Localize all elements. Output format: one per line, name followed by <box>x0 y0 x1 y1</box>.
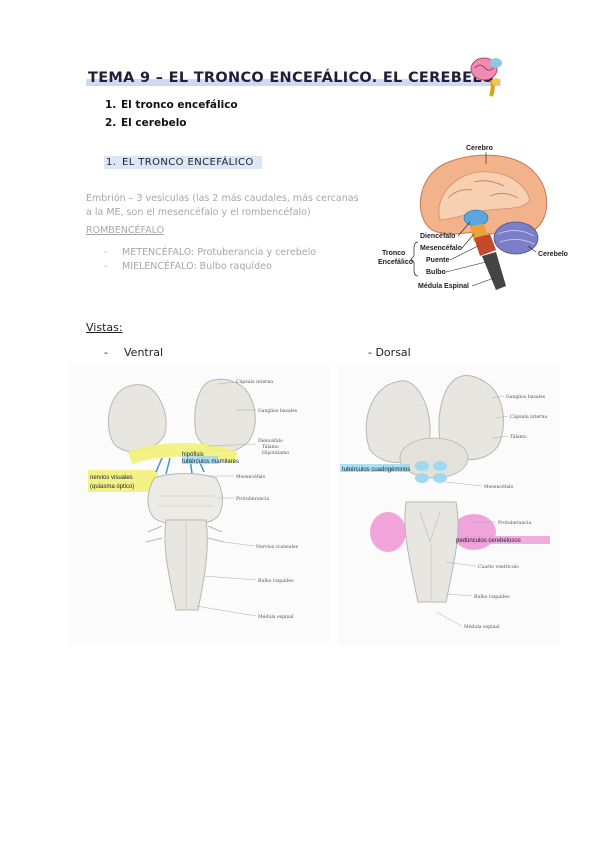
vistas-heading: Vistas: <box>86 321 123 334</box>
label-protuberancia: Protuberancia <box>498 520 531 526</box>
label-mesencefalo: Mesencéfalo <box>236 473 266 480</box>
label-capsula: Cápsula interna <box>236 378 273 385</box>
label-quiasma: (quiasma óptico) <box>90 484 134 490</box>
label-ganglios: Ganglios basales <box>258 408 298 414</box>
label-nervios-craneales: Nervios craneales <box>256 544 299 550</box>
label-cerebro: Cerebro <box>466 145 493 152</box>
label-tronco2: Encefálico <box>378 259 413 266</box>
brain-emblem-icon <box>470 57 502 97</box>
page-title: TEMA 9 – EL TRONCO ENCEFÁLICO. EL CEREBE… <box>86 70 502 86</box>
label-medula: Médula espinal <box>258 613 294 620</box>
table-of-contents: 1.El tronco encefálico 2.El cerebelo <box>105 99 238 135</box>
label-ganglios: Ganglios basales <box>506 394 546 400</box>
label-tuberculos: tubérculos cuadrigéminos <box>342 467 410 473</box>
rombencefalo-heading: ROMBENCÉFALO <box>86 225 165 236</box>
ventral-label: -Ventral <box>104 346 164 359</box>
label-hipofisis: hipófisis <box>182 452 204 458</box>
label-puente: Puente <box>426 257 449 264</box>
list-item: -METENCÉFALO: Protuberancia y cerebelo <box>104 247 317 258</box>
label-diencefalo: Diencéfalo <box>420 233 455 240</box>
label-capsula: Cápsula interna <box>510 413 547 420</box>
label-mesencefalo: Mesencéfalo <box>420 245 462 252</box>
label-cuarto: Cuarto ventrículo <box>478 563 519 570</box>
label-talamo: Tálamo <box>510 433 527 440</box>
toc-item[interactable]: 1.El tronco encefálico <box>105 99 238 111</box>
label-medula: Médula Espinal <box>418 283 469 290</box>
label-tronco: Tronco <box>382 250 405 257</box>
toc-item[interactable]: 2.El cerebelo <box>105 117 187 129</box>
label-cerebelo: Cerebelo <box>538 251 568 258</box>
label-mesencefalo: Mesencéfalo <box>484 483 514 490</box>
label-bulbo: Bulbo raquídeo <box>474 593 510 600</box>
section-heading: 1.EL TRONCO ENCEFÁLICO <box>104 156 262 169</box>
label-bulbo: Bulbo <box>426 269 446 276</box>
label-medula: Médula espinal <box>464 623 500 630</box>
ventral-view-figure: Cápsula interna Ganglios basales Diencéf… <box>68 364 330 644</box>
dorsal-view-figure: Ganglios basales Cápsula interna Tálamo … <box>338 364 560 646</box>
dorsal-label: - Dorsal <box>368 346 411 359</box>
embrion-paragraph: Embrión – 3 vesículas (las 2 más caudale… <box>86 193 359 218</box>
label-nervios-visuales: nervios visuales <box>90 475 133 481</box>
rombencefalo-list: -METENCÉFALO: Protuberancia y cerebelo -… <box>104 246 316 274</box>
label-hipotalamo: Hipotálamo <box>262 449 289 456</box>
label-talamo: Tálamo <box>262 443 279 450</box>
label-tuberculos: tubérculos mamilares <box>182 459 239 465</box>
label-diencefalo: Diencéfalo <box>258 437 283 444</box>
label-protuberancia: Protuberancia <box>236 496 269 502</box>
label-pedunculos: pedúnculos cerebelosos <box>456 538 521 544</box>
label-bulbo: Bulbo raquídeo <box>258 577 294 584</box>
page-title-text: TEMA 9 – EL TRONCO ENCEFÁLICO. EL CEREBE… <box>86 70 502 86</box>
list-item: -MIELENCÉFALO: Bulbo raquídeo <box>104 261 272 272</box>
sagittal-brain-figure: Cerebro Diencéfalo Mesencéfalo Puente Bu… <box>378 145 568 290</box>
